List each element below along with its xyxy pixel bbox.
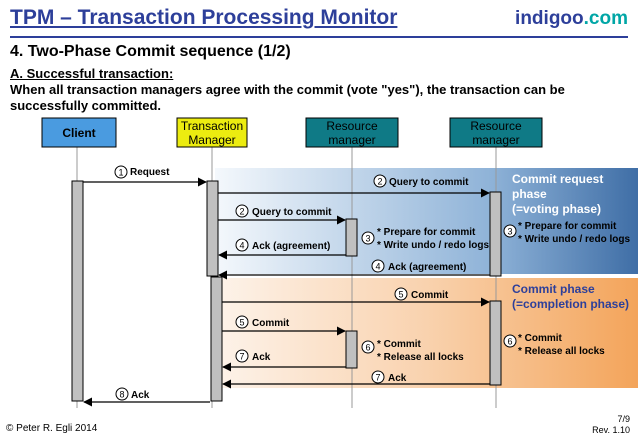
step-5-rm1: 5 Commit [235,315,290,329]
completion-phase-label-line1: Commit phase [512,282,595,296]
footer-page-number: 7/9 [617,414,630,424]
step-2-rm2-label: Query to commit [389,177,469,188]
participant-transaction-manager: Transaction Manager [176,117,248,148]
step-6-rm2-line2: * Release all locks [518,346,605,357]
step-5-rm2-label: Commit [411,290,449,301]
svg-text:1: 1 [118,168,123,178]
voting-phase-label-line2: phase [512,187,547,201]
step-5-rm2: 5 Commit [394,287,449,301]
step-3-rm1-line1: * Prepare for commit [377,227,476,238]
step-6-rm1-line1: * Commit [377,339,422,350]
svg-text:6: 6 [365,343,370,353]
step-6-rm2-line1: * Commit [518,333,563,344]
step-7-rm2-label: Ack [388,373,407,384]
rm1-activation-commit [345,330,358,369]
participant-rm2-label-line1: Resource [470,119,522,133]
section-description: When all transaction managers agree with… [10,82,565,113]
participant-rm1-label-line1: Resource [326,119,378,133]
client-activation [71,180,84,402]
completion-phase-label-line2: (=completion phase) [512,297,629,311]
section-heading: 4. Two-Phase Commit sequence (1/2) [10,43,291,60]
step-4-rm2: 4 Ack (agreement) [371,259,466,273]
step-6-rm1: 6 * Commit * Release all locks [361,339,464,363]
step-3-rm1: 3 * Prepare for commit * Write undo / re… [361,227,489,251]
rm2-activation-commit [489,300,502,386]
step-8-label: Ack [131,390,150,401]
step-3-rm1-line2: * Write undo / redo logs [377,240,489,251]
participant-tm-label-line2: Manager [188,133,235,147]
step-3-rm2: 3 * Prepare for commit * Write undo / re… [503,221,630,245]
participant-rm2-label-line2: manager [472,133,519,147]
step-8: 8 Ack [115,387,150,401]
svg-text:2: 2 [239,207,244,217]
footer-revision: Rev. 1.10 [592,425,630,435]
section-subheading: A. Successful transaction: [10,66,174,81]
tm-activation-commit [210,276,223,402]
page-title: TPM – Transaction Processing Monitor [10,6,398,29]
completion-phase-band [215,278,638,388]
step-6-rm2: 6 * Commit * Release all locks [503,333,605,357]
step-4-rm1: 4 Ack (agreement) [235,238,330,252]
svg-text:7: 7 [239,352,244,362]
svg-text:5: 5 [239,318,244,328]
participant-client: Client [41,117,117,148]
tm-activation-voting [206,180,219,277]
rm2-activation-voting [489,191,502,277]
step-4-rm1-label: Ack (agreement) [252,241,330,252]
step-5-rm1-label: Commit [252,318,290,329]
step-4-rm2-label: Ack (agreement) [388,262,466,273]
svg-text:2: 2 [377,177,382,187]
participant-resource-manager-1: Resource manager [305,117,399,148]
brand-logo: indigoo.com [515,8,628,30]
step-1: 1 Request [114,165,170,179]
svg-text:6: 6 [507,337,512,347]
step-7-rm2: 7 Ack [371,370,407,384]
svg-text:4: 4 [239,241,244,251]
step-7-rm1: 7 Ack [235,349,271,363]
participant-resource-manager-2: Resource manager [449,117,543,148]
svg-text:3: 3 [365,234,370,244]
svg-text:8: 8 [119,390,124,400]
step-2-rm1-label: Query to commit [252,207,332,218]
svg-text:4: 4 [375,262,380,272]
step-7-rm1-label: Ack [252,352,271,363]
rm1-activation-voting [345,218,358,257]
brand-name: indigoo [515,8,584,29]
svg-text:7: 7 [375,373,380,383]
participant-rm1-label-line2: manager [328,133,375,147]
svg-text:5: 5 [398,290,403,300]
svg-text:3: 3 [507,227,512,237]
title-divider [10,36,628,38]
brand-suffix: .com [583,8,628,29]
step-2-rm2: 2 Query to commit [373,174,469,188]
step-1-label: Request [130,167,170,178]
step-3-rm2-line2: * Write undo / redo logs [518,234,630,245]
voting-phase-label-line1: Commit request [512,172,603,186]
participant-tm-label-line1: Transaction [181,119,243,133]
footer-page-info: 7/9 Rev. 1.10 [592,414,630,436]
voting-phase-label-line3: (=voting phase) [512,202,601,216]
step-6-rm1-line2: * Release all locks [377,352,464,363]
participant-client-label: Client [62,126,95,140]
step-3-rm2-line1: * Prepare for commit [518,221,617,232]
step-2-rm1: 2 Query to commit [235,204,332,218]
footer-copyright: © Peter R. Egli 2014 [6,423,98,434]
voting-phase-band [215,168,638,274]
